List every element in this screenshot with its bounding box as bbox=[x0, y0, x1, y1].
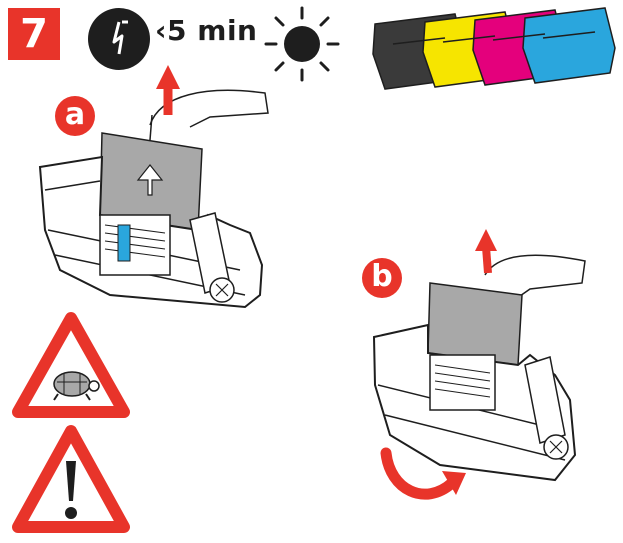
drum-unit-a-illustration bbox=[38, 65, 269, 309]
warning-exclamation-icon bbox=[12, 425, 130, 533]
drum-unit-b-illustration bbox=[372, 229, 586, 482]
substep-b-badge: b bbox=[362, 258, 402, 298]
step-number-badge: 7 bbox=[8, 8, 60, 60]
toner-cartridges-icon bbox=[372, 7, 616, 90]
clock-icon bbox=[88, 8, 150, 70]
duration-label: ‹5 min bbox=[155, 14, 258, 47]
caution-turtle-icon bbox=[12, 312, 130, 418]
sun-icon bbox=[264, 6, 340, 82]
rotate-arrow-icon bbox=[380, 447, 466, 500]
substep-a-badge: a bbox=[55, 96, 95, 136]
